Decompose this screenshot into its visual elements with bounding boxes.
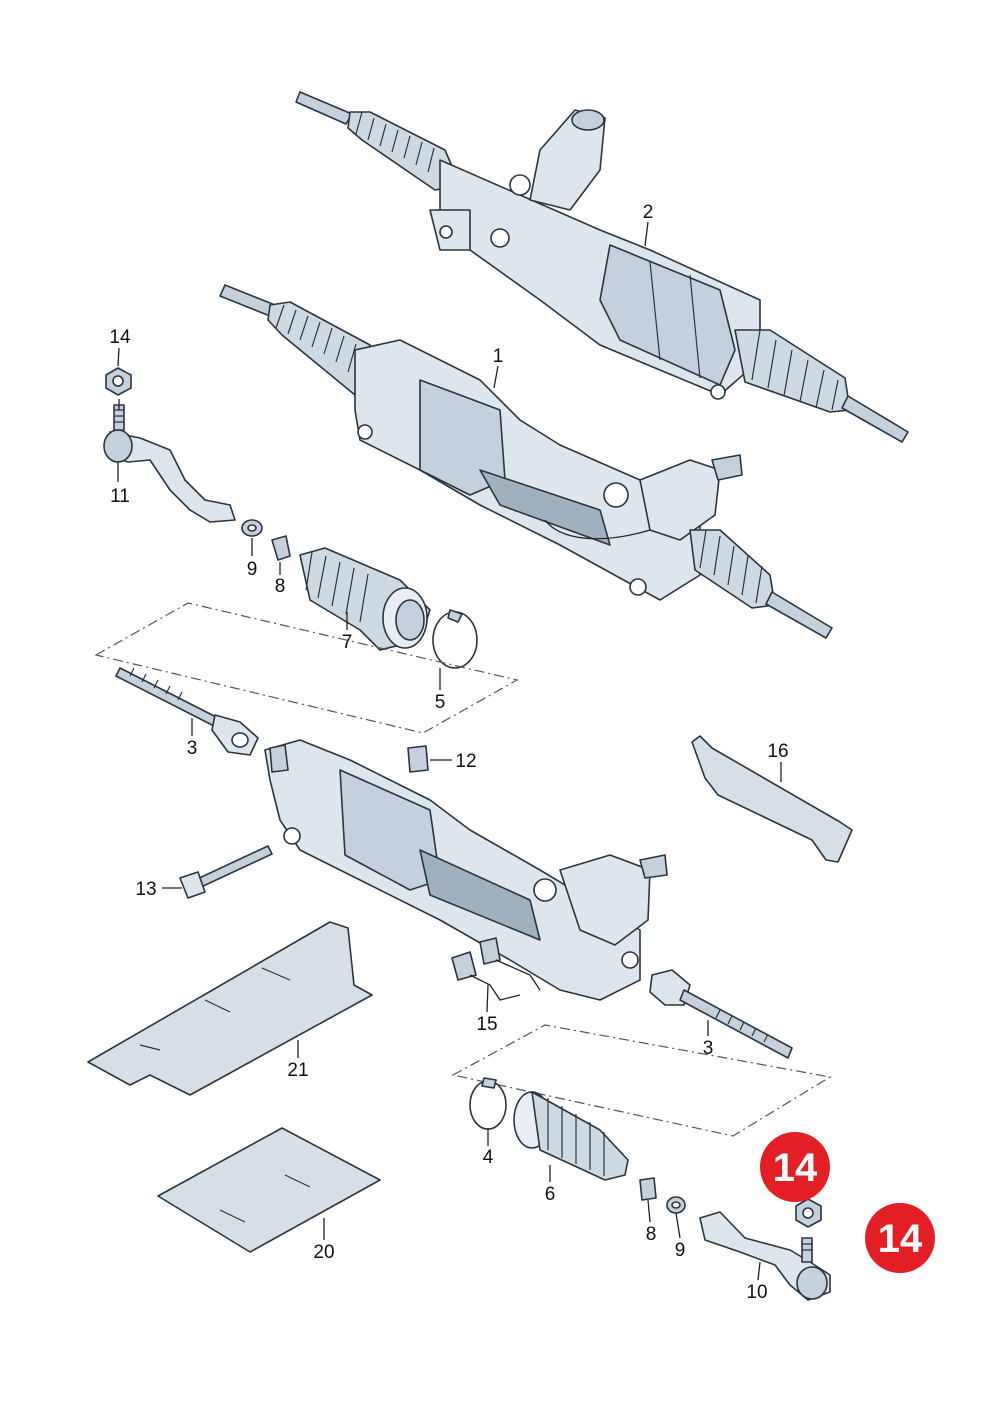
callout-16: 16 — [767, 741, 788, 762]
callout-20: 20 — [313, 1242, 334, 1263]
nut-14-left — [105, 367, 132, 396]
highlight-badge-14-b[interactable]: 14 — [865, 1203, 935, 1273]
callout-labels: 2 1 14 11 9 8 7 5 3 12 16 13 15 3 21 4 6… — [109, 202, 788, 1303]
callout-12: 12 — [455, 751, 476, 772]
callout-9-right: 9 — [675, 1240, 686, 1261]
tie-rod-3-right — [649, 969, 793, 1059]
clamp-8-left — [271, 535, 291, 561]
tie-rod-end-11 — [103, 404, 236, 523]
washer-9-left — [241, 519, 263, 537]
wiring-harness-15 — [451, 937, 541, 1001]
callout-14: 14 — [109, 327, 131, 348]
bolt-13 — [179, 845, 273, 899]
steering-rack-middle — [264, 739, 668, 1001]
group-outline-upper — [94, 602, 519, 734]
pad-21 — [87, 921, 373, 1096]
washer-9-right — [666, 1196, 686, 1214]
callout-4: 4 — [483, 1147, 494, 1168]
callout-21: 21 — [287, 1060, 308, 1081]
callout-1: 1 — [493, 346, 504, 367]
svg-text:14: 14 — [878, 1217, 923, 1261]
callout-8-right: 8 — [646, 1224, 657, 1245]
leader-lines — [117, 221, 782, 1281]
clip-5 — [432, 609, 478, 669]
pad-16 — [691, 735, 853, 863]
callout-8-left: 8 — [275, 576, 286, 597]
callout-9-left: 9 — [247, 559, 258, 580]
callout-7: 7 — [342, 632, 353, 653]
nut-12 — [407, 745, 429, 773]
callout-15: 15 — [476, 1014, 497, 1035]
pad-20 — [157, 1127, 381, 1253]
tie-rod-end-10 — [699, 1211, 831, 1301]
callout-13: 13 — [135, 879, 156, 900]
nut-14-right — [795, 1198, 822, 1228]
callout-10: 10 — [746, 1282, 767, 1303]
highlight-badge-14-a[interactable]: 14 — [760, 1132, 830, 1202]
callout-3-left: 3 — [187, 738, 198, 759]
tie-rod-3-left — [115, 667, 259, 756]
callout-11: 11 — [110, 486, 130, 507]
callout-5: 5 — [435, 692, 446, 713]
boot-6 — [513, 1091, 629, 1181]
clamp-8-right — [639, 1177, 657, 1201]
callout-3-right: 3 — [703, 1038, 714, 1059]
steering-rack-2 — [295, 91, 909, 443]
svg-text:14: 14 — [773, 1146, 818, 1190]
boot-7 — [299, 547, 431, 651]
callout-2: 2 — [643, 202, 654, 223]
steering-rack-1 — [219, 284, 833, 639]
callout-6: 6 — [545, 1184, 556, 1205]
group-outline-lower — [451, 1024, 832, 1137]
